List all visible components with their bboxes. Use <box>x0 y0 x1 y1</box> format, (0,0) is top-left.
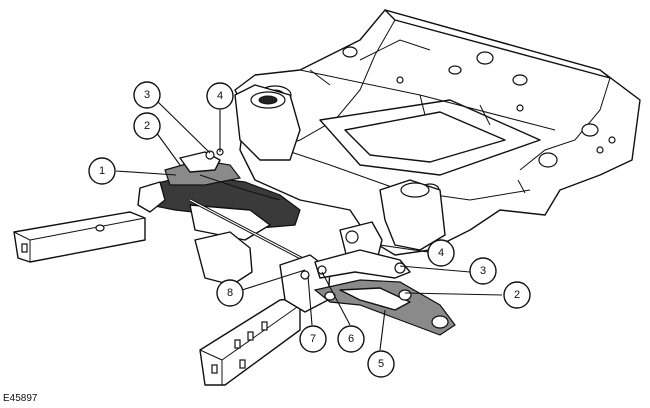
right-lower-arm <box>313 279 456 336</box>
callout-6: 6 <box>337 325 365 353</box>
callout-3-right-label: 3 <box>480 265 486 277</box>
callout-6-label: 6 <box>348 333 354 345</box>
callout-4-left-label: 4 <box>217 90 223 102</box>
callout-5: 5 <box>367 350 395 378</box>
leader-lines <box>115 99 503 351</box>
callout-4-right: 4 <box>427 239 455 267</box>
callout-7-label: 7 <box>310 333 316 345</box>
callout-1-left: 1 <box>88 157 116 185</box>
rear-subframe <box>234 9 641 256</box>
callout-7: 7 <box>299 325 327 353</box>
callout-1-left-label: 1 <box>99 165 105 177</box>
figure-reference-code: E45897 <box>3 393 38 404</box>
callout-3-right: 3 <box>469 257 497 285</box>
left-chassis-rail <box>13 211 146 263</box>
callout-5-label: 5 <box>378 358 384 370</box>
callout-2-right: 2 <box>503 281 531 309</box>
callout-2-left: 2 <box>133 112 161 140</box>
tie-rod <box>189 198 321 270</box>
right-chassis-rail <box>199 297 301 386</box>
callout-8: 8 <box>216 279 244 307</box>
callout-3-left-label: 3 <box>144 89 150 101</box>
callout-2-left-label: 2 <box>144 120 150 132</box>
callout-8-label: 8 <box>227 287 233 299</box>
callout-4-right-label: 4 <box>438 247 444 259</box>
callout-4-left: 4 <box>206 82 234 110</box>
right-upper-link <box>314 249 411 279</box>
callout-2-right-label: 2 <box>514 289 520 301</box>
callout-3-left: 3 <box>133 81 161 109</box>
